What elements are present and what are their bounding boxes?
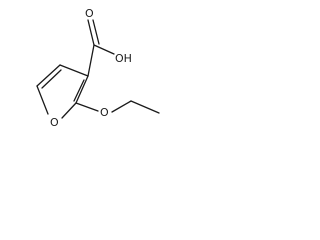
ring-oxygen-label: O xyxy=(50,116,59,129)
bond-c2-ether-o xyxy=(75,102,99,112)
bond-c5-o1 xyxy=(36,85,49,115)
bond-c3-c2 xyxy=(75,75,89,104)
carbonyl-oxygen-label: O xyxy=(85,7,94,20)
bond-o1-c2 xyxy=(61,102,77,119)
structure-canvas: O OH O O xyxy=(0,0,176,144)
bond-c3-carboxyl xyxy=(87,44,95,77)
hydroxyl-label: OH xyxy=(115,52,132,65)
bond-c3-c4 xyxy=(59,64,89,77)
bond-ch2-ch3 xyxy=(130,100,160,114)
molecule-drawing: O OH O O xyxy=(36,7,160,129)
ether-oxygen-label: O xyxy=(100,106,109,119)
bond-carboxyl-oh xyxy=(93,44,115,55)
bond-carbonyl-right xyxy=(92,19,100,45)
bond-c3-c2-double xyxy=(73,79,85,102)
bond-carbonyl-left xyxy=(87,19,95,46)
bond-c4-c5-double xyxy=(41,69,62,89)
bond-ether-o-ch2 xyxy=(111,100,132,113)
bond-c4-c5 xyxy=(36,64,61,87)
